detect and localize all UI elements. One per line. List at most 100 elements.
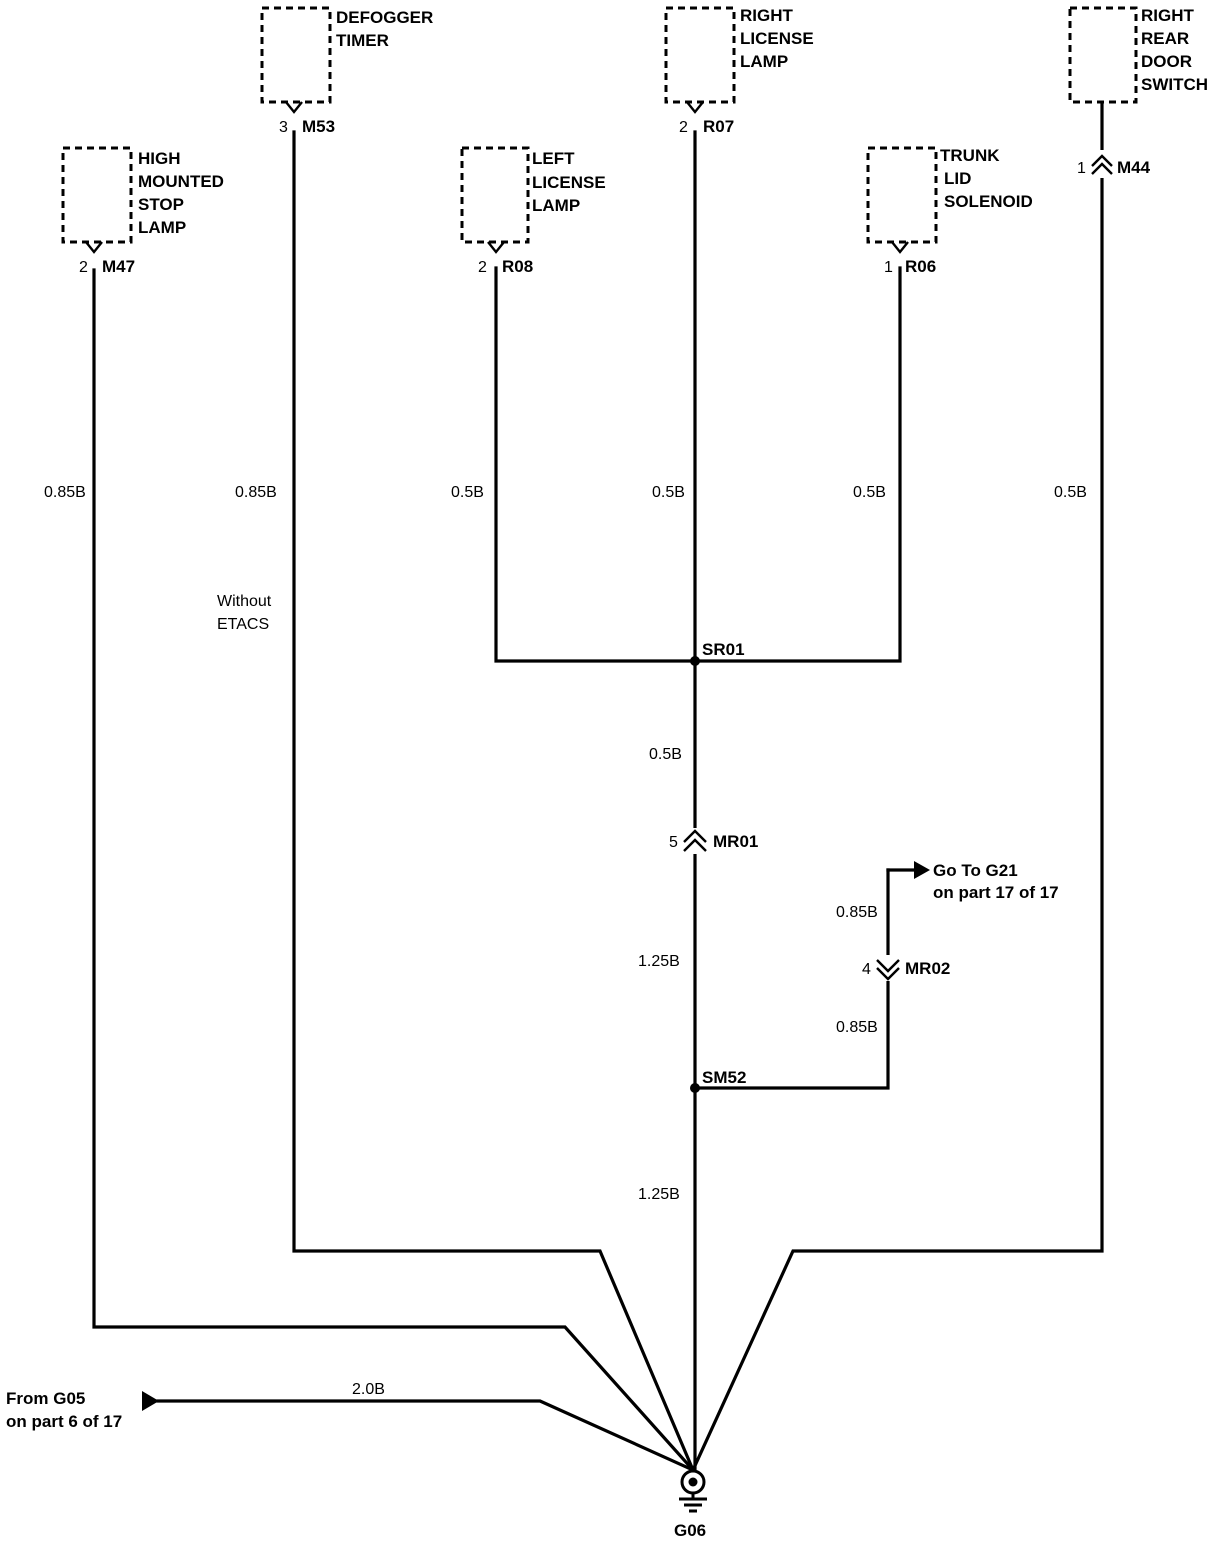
wire-from-g05 [156, 1399, 696, 1473]
right-rear-door-switch: RIGHT REAR DOOR SWITCH [1068, 6, 1208, 104]
pin-number: 2 [79, 259, 88, 276]
component-label-line: LICENSE [740, 29, 814, 48]
connector-label: MR02 [905, 959, 950, 978]
from-g05-reference: From G05 on part 6 of 17 [6, 1389, 159, 1431]
connector-chevron-icon [1091, 154, 1113, 167]
component-label-line: RIGHT [1141, 6, 1195, 25]
pin-number: 2 [478, 259, 487, 276]
component-box [1068, 6, 1138, 104]
wire-label-m47: 0.85B [44, 484, 86, 501]
component-box [460, 146, 530, 244]
wire-m53 [292, 130, 696, 1473]
wire-m44 [690, 102, 1104, 1473]
arrow-right-icon [142, 1391, 159, 1411]
connector-chevron-icon [876, 959, 900, 973]
connector-gap [880, 955, 896, 981]
wire-label-m44: 0.5B [1054, 484, 1087, 501]
component-label-line: SOLENOID [944, 192, 1033, 211]
splice-dot-icon [690, 656, 700, 666]
splice-sr01: SR01 [690, 640, 745, 666]
wire-label-r06: 0.5B [853, 484, 886, 501]
connector-terminal-icon [686, 101, 704, 114]
connector-chevron-icon [683, 838, 707, 852]
note-line: Without [217, 593, 272, 610]
wire-label-to-g21: 0.85B [836, 904, 878, 921]
component-label-line: LAMP [740, 52, 788, 71]
wire-label-mr01-down: 1.25B [638, 953, 680, 970]
wire-label-sm52-down: 1.25B [638, 1186, 680, 1203]
reference-line: From G05 [6, 1389, 85, 1408]
left-license-lamp: LEFT LICENSE LAMP 2 R08 [460, 146, 606, 276]
connector-terminal-icon [285, 101, 303, 114]
note-without-etacs: Without ETACS [217, 593, 272, 633]
splice-dot-icon [690, 1083, 700, 1093]
component-box [866, 146, 938, 244]
splice-label: SR01 [702, 640, 745, 659]
wire-labels: 0.85B 0.85B 0.5B 0.5B 0.5B 0.5B 0.5B 1.2… [44, 484, 1087, 1398]
pin-number: 3 [279, 119, 288, 136]
component-label-line: DEFOGGER [336, 8, 433, 27]
inline-connector-mr01: 5 MR01 [669, 828, 758, 854]
connector-chevron-icon [683, 829, 707, 843]
component-label-line: SWITCH [1141, 75, 1208, 94]
wire-label-from-g05: 2.0B [352, 1381, 385, 1398]
connector-label: R08 [502, 257, 533, 276]
connector-label: R07 [703, 117, 734, 136]
connector-label: M47 [102, 257, 135, 276]
wires [92, 102, 1104, 1473]
wire-label-m53: 0.85B [235, 484, 277, 501]
wire-label-mr02-down: 0.85B [836, 1019, 878, 1036]
inline-connector-mr02: 4 MR02 [862, 955, 950, 981]
reference-line: Go To G21 [933, 861, 1018, 880]
component-label-line: DOOR [1141, 52, 1192, 71]
component-label-line: TIMER [336, 31, 389, 50]
component-label-line: REAR [1141, 29, 1189, 48]
wire-m47 [92, 268, 696, 1473]
pin-number: 2 [679, 119, 688, 136]
right-license-lamp: RIGHT LICENSE LAMP 2 R07 [664, 6, 814, 136]
component-label-line: LAMP [138, 218, 186, 237]
component-label-line: STOP [138, 195, 184, 214]
connector-label: R06 [905, 257, 936, 276]
connector-label: MR01 [713, 832, 758, 851]
component-label-line: TRUNK [940, 146, 1000, 165]
pin-number: 1 [1077, 160, 1086, 177]
connector-terminal-icon [85, 241, 103, 254]
component-box [664, 6, 736, 104]
arrow-right-icon [914, 861, 930, 879]
wire-label-r07: 0.5B [652, 484, 685, 501]
connector-label: M53 [302, 117, 335, 136]
component-box [61, 146, 133, 244]
connector-chevron-icon [876, 967, 900, 981]
connector-terminal-icon [487, 241, 505, 254]
pin-number: 1 [884, 259, 893, 276]
high-mounted-stop-lamp: HIGH MOUNTED STOP LAMP 2 M47 [61, 146, 224, 276]
pin-number: 4 [862, 961, 871, 978]
component-label-line: RIGHT [740, 6, 794, 25]
reference-line: on part 6 of 17 [6, 1412, 122, 1431]
trunk-lid-solenoid: TRUNK LID SOLENOID 1 R06 [866, 146, 1033, 276]
pin-number: 5 [669, 834, 678, 851]
wire-r08 [494, 266, 695, 663]
go-to-g21-reference: Go To G21 on part 17 of 17 [914, 861, 1059, 902]
ground-terminal-center-icon [688, 1477, 698, 1487]
ground-label: G06 [674, 1521, 706, 1540]
reference-line: on part 17 of 17 [933, 883, 1059, 902]
component-label-line: MOUNTED [138, 172, 224, 191]
component-label-line: LEFT [532, 149, 575, 168]
inline-connector-m44: 1 M44 [1077, 150, 1151, 178]
wire-r06 [691, 266, 902, 663]
component-label-line: HIGH [138, 149, 181, 168]
component-label-line: LAMP [532, 196, 580, 215]
splice-label: SM52 [702, 1068, 746, 1087]
note-line: ETACS [217, 616, 269, 633]
wire-mr02 [693, 868, 890, 1090]
connector-label: M44 [1117, 158, 1151, 177]
connector-chevron-icon [1091, 162, 1113, 175]
component-box [260, 6, 332, 104]
component-label-line: LID [944, 169, 971, 188]
connector-terminal-icon [891, 241, 909, 254]
wire-label-r08: 0.5B [451, 484, 484, 501]
component-label-line: LICENSE [532, 173, 606, 192]
